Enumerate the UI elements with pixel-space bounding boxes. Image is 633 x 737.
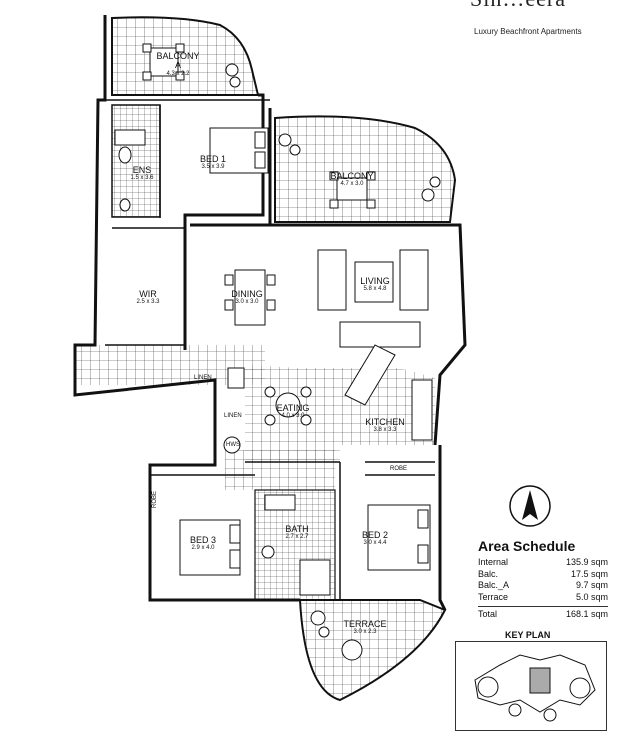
schedule-title: Area Schedule (478, 538, 576, 554)
schedule-value: 9.7 sqm (575, 580, 608, 590)
room-dim: 4.0 x 3.0 (281, 413, 305, 420)
room-name: BED 1 (199, 154, 226, 164)
schedule-value: 5.0 sqm (575, 591, 608, 602)
room-name: BALCONY A (156, 51, 200, 71)
schedule-row: Balc. 17.5 sqm (478, 569, 608, 581)
schedule-row: Internal 135.9 sqm (478, 557, 608, 569)
room-name: KITCHEN (365, 417, 405, 427)
room-label-living: LIVING 5.8 x 4.8 (350, 276, 400, 293)
room-name: LIVING (360, 276, 390, 286)
schedule-total-label: Total (478, 609, 498, 619)
main-balcony-area (274, 115, 457, 223)
schedule-row: Terrace 5.0 sqm (478, 592, 608, 604)
schedule-total-value: 168.1 sqm (565, 609, 608, 619)
room-name: BATH (285, 524, 309, 534)
schedule-total-row: Total 168.1 sqm (478, 606, 608, 621)
eating-kitchen-floor (245, 365, 435, 462)
room-label-bath: BATH 2.7 x 2.7 (272, 524, 322, 541)
robe-label: ROBE (390, 466, 408, 472)
area-schedule: Area Schedule Internal 135.9 sqm Balc. 1… (478, 538, 608, 621)
room-label-eating: EATING 4.0 x 3.0 (268, 403, 318, 420)
schedule-row: Balc._A 9.7 sqm (478, 580, 608, 592)
room-dim: 3.0 x 2.3 (353, 629, 377, 636)
room-label-bed1: BED 1 3.5 x 3.9 (188, 154, 238, 171)
room-name: ENS (132, 165, 152, 175)
room-dim: 2.9 x 4.0 (191, 545, 215, 552)
room-dim: 2.7 x 2.7 (285, 534, 309, 541)
room-label-dining: DINING 3.0 x 3.0 (222, 289, 272, 306)
key-plan-box (455, 641, 607, 731)
ensuite-area (111, 104, 161, 218)
robe-label: ROBE (152, 490, 158, 508)
room-dim: 4.3 x 2.2 (166, 70, 190, 77)
room-label-bed2: BED 2 3.0 x 4.4 (350, 530, 400, 547)
room-name: BED 2 (361, 530, 388, 540)
linen-label: LINEN (194, 375, 212, 381)
room-name: WIR (139, 289, 157, 299)
room-name: EATING (276, 403, 310, 413)
schedule-label: Terrace (478, 591, 509, 602)
schedule-value: 135.9 sqm (565, 557, 608, 567)
room-dim: 5.8 x 4.8 (363, 286, 387, 293)
room-dim: 4.7 x 3.0 (340, 181, 364, 188)
schedule-label: Balc. (478, 568, 499, 579)
room-name: TERRACE (343, 619, 387, 629)
brand-title: Sin…eera (470, 0, 566, 12)
hall-tiles (225, 450, 335, 490)
room-name: BED 3 (189, 535, 216, 545)
room-label-balcony-a: BALCONY A 4.3 x 2.2 (148, 51, 208, 77)
room-label-ens: ENS 1.5 x 3.6 (122, 165, 162, 182)
linen-label: LINEN (224, 413, 242, 419)
room-label-kitchen: KITCHEN 3.8 x 3.3 (355, 417, 415, 434)
room-dim: 3.0 x 4.4 (363, 540, 387, 547)
room-label-terrace: TERRACE 3.0 x 2.3 (335, 619, 395, 636)
room-dim: 3.8 x 3.3 (373, 427, 397, 434)
north-arrow (508, 484, 552, 533)
room-name: BALCONY (330, 171, 374, 181)
terrace-area (298, 599, 447, 702)
room-dim: 1.5 x 3.6 (130, 175, 154, 182)
room-dim: 3.5 x 3.9 (201, 164, 225, 171)
room-label-wir: WIR 2.5 x 3.3 (128, 289, 168, 306)
schedule-value: 17.5 sqm (570, 568, 608, 579)
tagline: Luxury Beachfront Apartments (474, 27, 582, 36)
room-dim: 2.5 x 3.3 (136, 299, 160, 306)
room-label-balcony: BALCONY 4.7 x 3.0 (322, 171, 382, 188)
room-dim: 3.0 x 3.0 (235, 299, 259, 306)
schedule-label: Internal (478, 557, 509, 567)
schedule-label: Balc._A (478, 580, 510, 590)
room-name: DINING (231, 289, 263, 299)
hws-label: HWS (226, 442, 240, 448)
room-label-bed3: BED 3 2.9 x 4.0 (178, 535, 228, 552)
north-arrow-icon (509, 485, 551, 527)
key-plan-title: KEY PLAN (505, 630, 551, 640)
